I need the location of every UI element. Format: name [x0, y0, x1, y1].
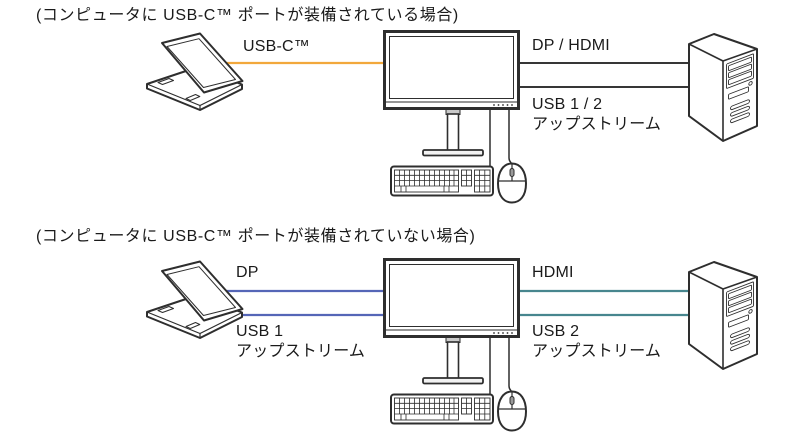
laptop-illustration: [146, 260, 244, 339]
monitor-keyboard-mouse-illustration: [383, 30, 528, 204]
section-without-usbc-graphics: [146, 258, 758, 432]
usb-1-2-label: USB 1 / 2: [532, 96, 603, 113]
usb-1-upstream-label: アップストリーム: [236, 343, 366, 360]
section-2-header: (コンピュータに USB-C™ ポートが装備されていない場合): [36, 228, 476, 245]
hdmi-cable-label: HDMI: [532, 264, 574, 281]
usb-1-2-upstream-label: アップストリーム: [532, 116, 662, 133]
monitor-keyboard-mouse-illustration: [383, 258, 528, 432]
desktop-tower-illustration: [688, 261, 758, 370]
usb-2-upstream-label: アップストリーム: [532, 343, 662, 360]
section-1-header: (コンピュータに USB-C™ ポートが装備されている場合): [36, 7, 459, 24]
section-with-usbc-graphics: [146, 30, 758, 204]
desktop-tower-illustration: [688, 33, 758, 142]
dp-cable-label: DP: [236, 264, 259, 281]
laptop-illustration: [146, 32, 244, 111]
usb-2-label: USB 2: [532, 323, 580, 340]
usbc-cable-label: USB-C™: [243, 38, 310, 55]
dp-hdmi-cable-label: DP / HDMI: [532, 37, 610, 54]
usb-1-label: USB 1: [236, 323, 284, 340]
